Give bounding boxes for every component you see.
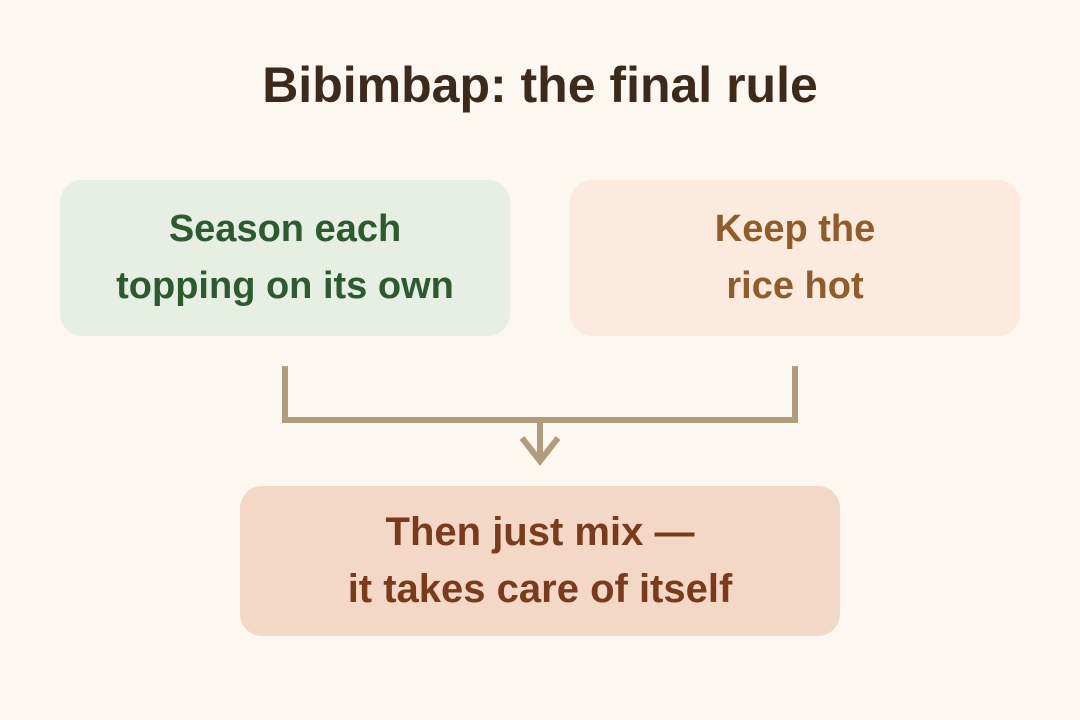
- page-title: Bibimbap: the final rule: [262, 57, 818, 113]
- merge-connector-bracket: [282, 366, 798, 423]
- box-season-toppings-line-1: Season each: [168, 208, 402, 250]
- box-then-mix: Then just mix — it takes care of itself: [240, 486, 840, 636]
- arrow-down-icon: [519, 436, 561, 466]
- box-then-mix-line-2: it takes care of itself: [347, 567, 733, 611]
- box-then-mix-line-1: Then just mix —: [385, 510, 695, 554]
- box-season-toppings-line-2: topping on its own: [116, 265, 454, 307]
- box-keep-rice-hot: Keep the rice hot: [570, 180, 1020, 336]
- box-keep-rice-hot-line-1: Keep the: [714, 208, 876, 250]
- box-season-toppings: Season each topping on its own: [60, 180, 510, 336]
- box-keep-rice-hot-line-2: rice hot: [726, 265, 864, 307]
